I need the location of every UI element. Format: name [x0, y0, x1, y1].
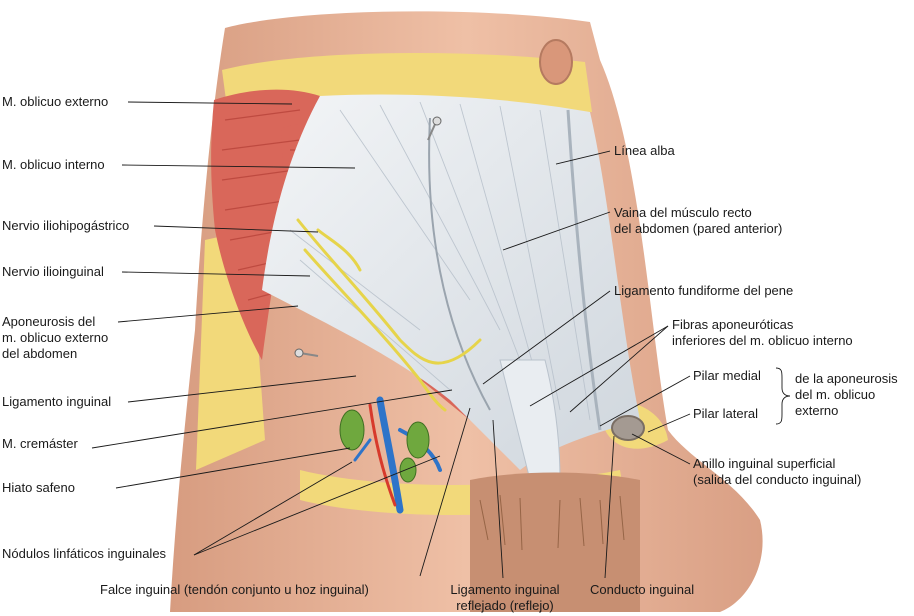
leader-aponeurosis — [117, 305, 299, 323]
leader-nodulos-1 — [193, 461, 353, 556]
label-nodulos-linfaticos: Nódulos linfáticos inguinales — [2, 546, 167, 561]
label-nervio-iliohipogastrico: Nervio iliohipogástrico — [2, 218, 130, 233]
leader-vaina — [502, 211, 611, 251]
leader-fibras-2 — [569, 325, 669, 413]
leader-oblicuo-interno — [121, 164, 356, 169]
label-ligamento-fundiforme: Ligamento fundiforme del pene — [614, 283, 794, 298]
pins — [294, 116, 442, 358]
leader-falce — [419, 407, 471, 577]
label-fibras-aponeuroticas: Fibras aponeuróticas inferiores del m. o… — [672, 317, 853, 348]
leader-pilar-lateral — [647, 413, 691, 433]
leader-pilar-medial — [599, 375, 691, 427]
label-cremaster: M. cremáster — [2, 436, 78, 451]
leader-fundiforme — [482, 290, 611, 385]
umbilicus — [539, 39, 573, 85]
aponeurosis-fold — [428, 117, 491, 411]
leader-cremaster — [91, 389, 453, 449]
pubic-region — [470, 472, 640, 612]
leader-oblicuo-externo — [127, 101, 293, 105]
leader-iliohipogastrico — [153, 225, 319, 233]
nerves — [296, 218, 482, 412]
leader-linea-alba — [555, 150, 611, 165]
label-pilar-lateral: Pilar lateral — [693, 406, 759, 421]
label-ligamento-reflejado: Ligamento inguinal reflejado (reflejo) — [450, 582, 560, 613]
leader-ilioinguinal — [121, 271, 311, 277]
leader-conducto — [604, 435, 615, 579]
label-falce-inguinal: Falce inguinal (tendón conjunto u hoz in… — [100, 582, 369, 597]
label-hiato-safeno: Hiato safeno — [2, 480, 75, 495]
label-aponeurosis-oblicuo-externo: Aponeurosis del m. oblicuo externo del a… — [2, 314, 109, 361]
leader-reflejado — [492, 419, 504, 579]
label-ligamento-inguinal: Ligamento inguinal — [2, 394, 112, 409]
label-pilar-medial: Pilar medial — [693, 368, 761, 383]
label-nervio-ilioinguinal: Nervio ilioinguinal — [2, 264, 104, 279]
lymph-nodes — [339, 409, 430, 483]
pubic-hair — [479, 494, 625, 551]
superficial-inguinal-ring — [611, 415, 645, 441]
label-oblicuo-interno: M. oblicuo interno — [2, 157, 105, 172]
label-linea-alba: Línea alba — [614, 143, 675, 158]
label-conducto-inguinal: Conducto inguinal — [590, 582, 695, 597]
brace-pilares — [775, 367, 791, 425]
leader-hiato-safeno — [115, 447, 351, 489]
leader-fibras-1 — [529, 325, 669, 407]
leader-nodulos-2 — [193, 455, 441, 556]
label-anillo-inguinal: Anillo inguinal superficial (salida del … — [693, 456, 862, 487]
leader-ligamento-inguinal — [127, 375, 357, 403]
label-vaina-recto: Vaina del músculo recto del abdomen (par… — [614, 205, 783, 236]
label-oblicuo-externo: M. oblicuo externo — [2, 94, 109, 109]
label-aponeurosis-grupo: de la aponeurosis del m. oblicuo externo — [795, 371, 898, 418]
leader-anillo — [631, 433, 691, 465]
